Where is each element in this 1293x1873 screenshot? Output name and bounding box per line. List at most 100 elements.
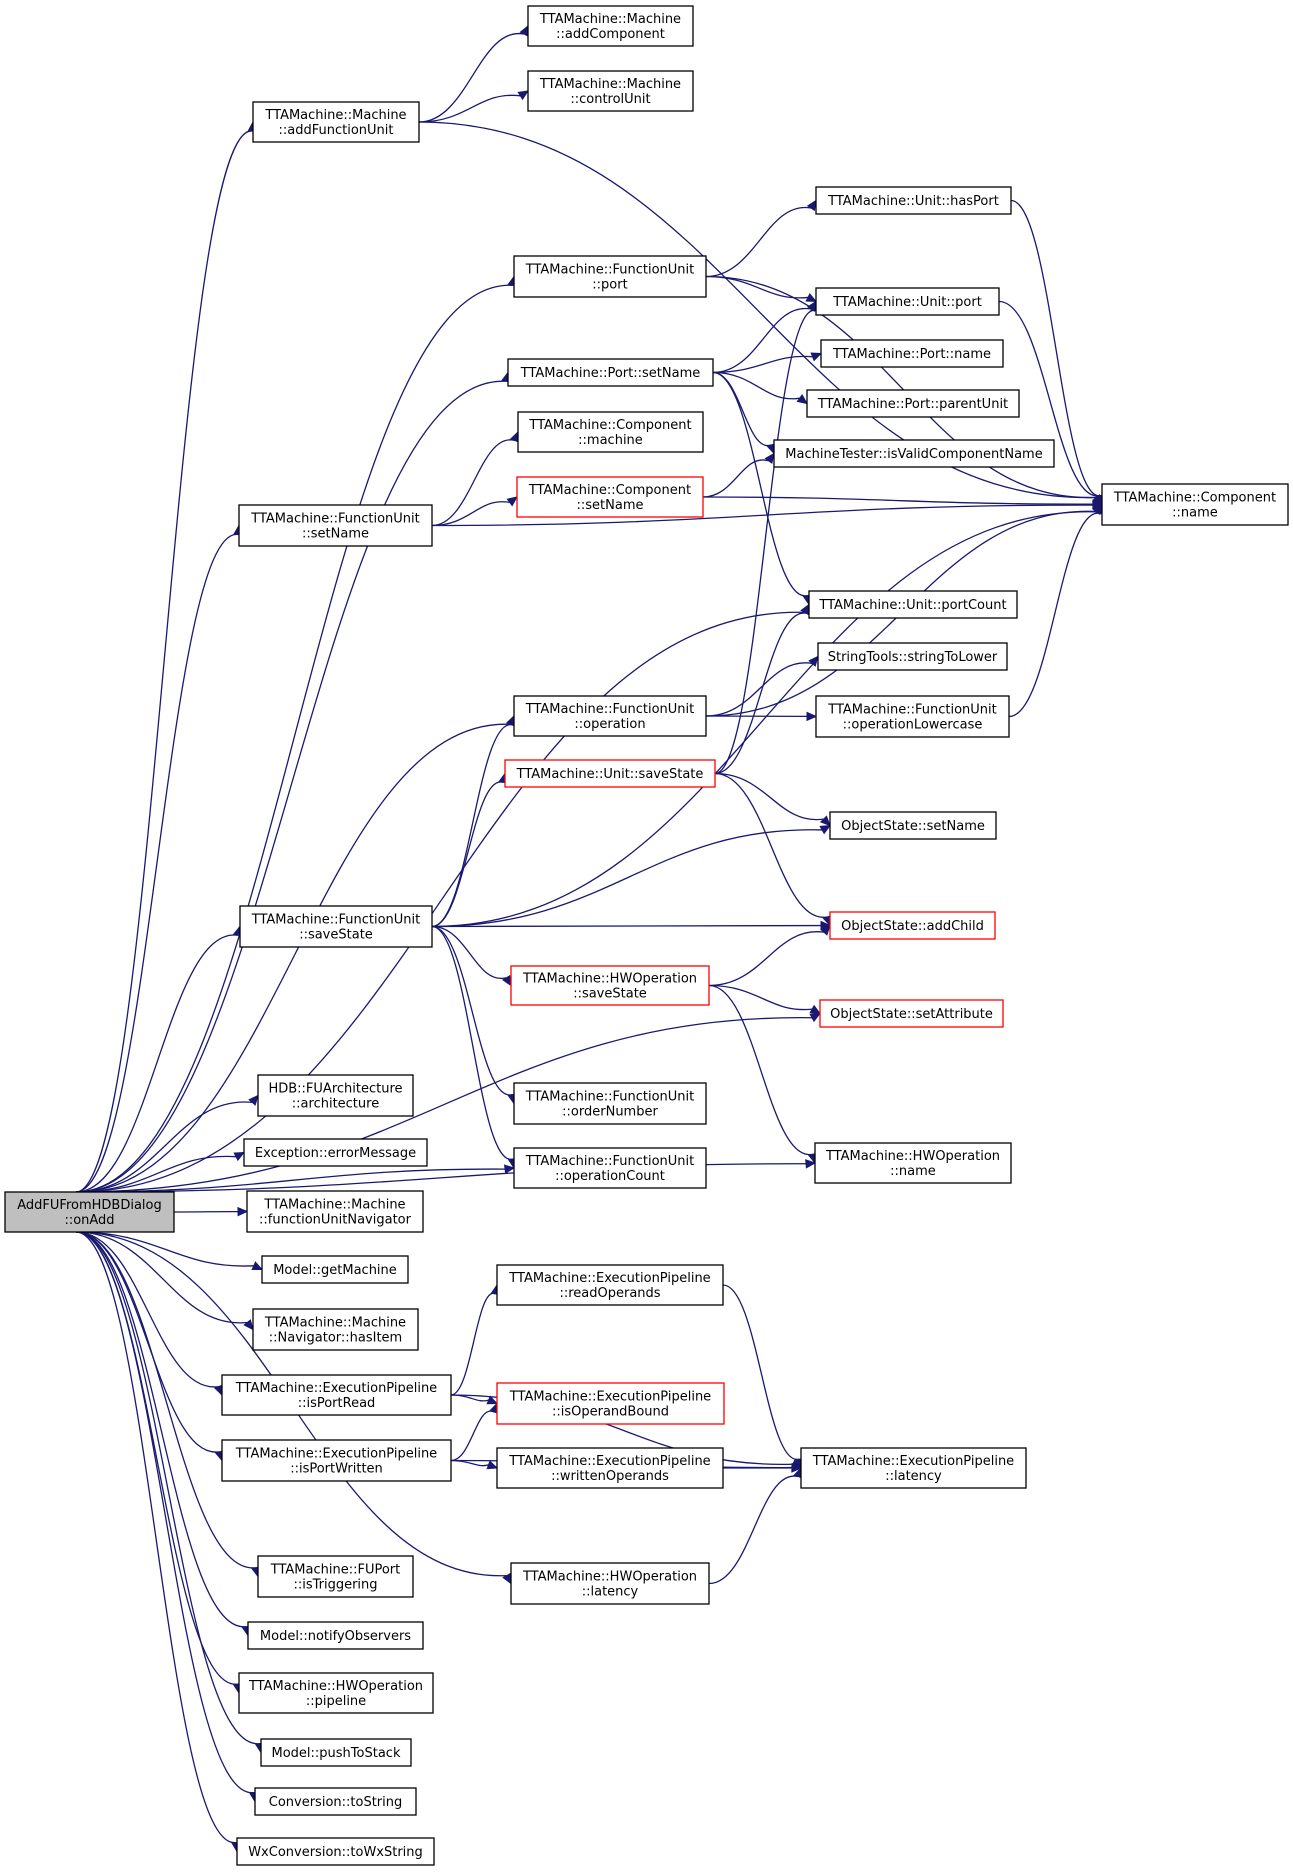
node-st_lower[interactable]: StringTools::stringToLower: [817, 642, 1008, 671]
node-ep_isWrit[interactable]: TTAMachine::ExecutionPipeline::isPortWri…: [221, 1439, 452, 1482]
node-p_parent[interactable]: TTAMachine::Port::parentUnit: [806, 389, 1020, 418]
node-box: [817, 642, 1008, 671]
node-box: [257, 1074, 414, 1117]
node-ep_read[interactable]: TTAMachine::ExecutionPipeline::readOpera…: [496, 1264, 724, 1306]
node-m_fuNav[interactable]: TTAMachine::Machine::functionUnitNavigat…: [246, 1190, 424, 1233]
node-box: [808, 590, 1018, 619]
node-label: TTAMachine::ExecutionPipeline: [508, 1454, 710, 1469]
edge-fu_port-to-u_port: [705, 275, 818, 303]
node-label: TTAMachine::Machine: [539, 12, 681, 27]
node-hw_save[interactable]: TTAMachine::HWOperation::saveState: [510, 965, 710, 1006]
edge-root-to-m_fuNav: [173, 1206, 249, 1217]
node-hw_pipe[interactable]: TTAMachine::HWOperation::pipeline: [238, 1672, 434, 1714]
node-fu_port[interactable]: TTAMachine::FunctionUnit::port: [513, 255, 707, 298]
node-ep_written[interactable]: TTAMachine::ExecutionPipeline::writtenOp…: [496, 1447, 724, 1489]
node-label: TTAMachine::ExecutionPipeline: [812, 1454, 1014, 1469]
node-os_setAttr[interactable]: ObjectState::setAttribute: [819, 999, 1004, 1028]
edge-u_save-to-os_setName: [714, 772, 831, 827]
node-u_portCount[interactable]: TTAMachine::Unit::portCount: [808, 590, 1018, 619]
node-label: ::setName: [302, 527, 369, 542]
node-u_port[interactable]: TTAMachine::Unit::port: [815, 287, 1000, 316]
node-model_notify[interactable]: Model::notifyObservers: [247, 1621, 424, 1650]
node-label: TTAMachine::Machine: [539, 77, 681, 92]
node-u_save[interactable]: TTAMachine::Unit::saveState: [504, 759, 716, 788]
node-box: [246, 1190, 424, 1233]
node-conv_str[interactable]: Conversion::toString: [254, 1787, 417, 1816]
node-box: [221, 1374, 452, 1416]
node-label: ::setName: [577, 498, 644, 513]
node-box: [238, 1672, 434, 1714]
node-label: TTAMachine::Port::setName: [520, 366, 700, 381]
edge-root-to-fu_op: [75, 714, 515, 1193]
node-hw_name[interactable]: TTAMachine::HWOperation::name: [814, 1142, 1012, 1184]
edge-root-to-fu_port: [75, 275, 517, 1193]
node-u_hasPort[interactable]: TTAMachine::Unit::hasPort: [815, 186, 1012, 215]
node-ep_latency[interactable]: TTAMachine::ExecutionPipeline::latency: [800, 1447, 1027, 1489]
node-m_ctrl[interactable]: TTAMachine::Machine::controlUnit: [527, 70, 694, 112]
node-box: [496, 1382, 725, 1425]
node-box: [513, 255, 707, 298]
node-box: [773, 439, 1055, 468]
node-fu_save[interactable]: TTAMachine::FunctionUnit::saveState: [239, 905, 433, 948]
edge-m_addFU-to-m_addComp: [418, 24, 529, 123]
node-box: [504, 759, 716, 788]
node-label: ::orderNumber: [562, 1105, 658, 1120]
node-fup_trig[interactable]: TTAMachine::FUPort::isTriggering: [257, 1555, 414, 1598]
edge-fu_save-to-fu_order: [431, 925, 517, 1105]
node-box: [260, 1738, 412, 1767]
node-ex_err[interactable]: Exception::errorMessage: [243, 1138, 428, 1167]
node-label: ::isTriggering: [293, 1578, 377, 1593]
edge-root-to-conv_str: [75, 1231, 259, 1803]
node-box: [4, 1191, 175, 1233]
node-wx_str[interactable]: WxConversion::toWxString: [236, 1837, 435, 1866]
edge-fu_save-to-os_setName: [431, 824, 832, 928]
edge-root-to-nav_has: [75, 1231, 254, 1331]
node-label: TTAMachine::HWOperation: [522, 972, 697, 987]
node-c_name[interactable]: TTAMachine::Component::name: [1101, 483, 1289, 526]
node-fu_opLower[interactable]: TTAMachine::FunctionUnit::operationLower…: [815, 695, 1010, 738]
edge-fu_save-to-fu_opCount: [431, 925, 518, 1170]
edge-p_setName-to-mt_valid: [712, 371, 776, 455]
node-box: [221, 1439, 452, 1482]
node-fu_setName[interactable]: TTAMachine::FunctionUnit::setName: [238, 504, 433, 547]
edge-ep_read-to-ep_latency: [722, 1284, 804, 1470]
node-label: ::isPortWritten: [290, 1462, 383, 1477]
node-m_addFU[interactable]: TTAMachine::Machine::addFunctionUnit: [252, 101, 420, 143]
node-model_get[interactable]: Model::getMachine: [261, 1255, 409, 1284]
node-hdb_arch[interactable]: HDB::FUArchitecture::architecture: [257, 1074, 414, 1117]
node-ep_isRead[interactable]: TTAMachine::ExecutionPipeline::isPortRea…: [221, 1374, 452, 1416]
node-label: ::latency: [885, 1469, 942, 1484]
node-label: TTAMachine::Machine: [263, 1198, 405, 1213]
node-box: [513, 1082, 707, 1125]
node-c_machine[interactable]: TTAMachine::Component::machine: [517, 411, 704, 453]
node-c_setName[interactable]: TTAMachine::Component::setName: [516, 476, 704, 518]
edge-ep_isWrit-to-ep_written: [450, 1459, 499, 1470]
node-ep_bound[interactable]: TTAMachine::ExecutionPipeline::isOperand…: [496, 1382, 725, 1425]
edge-root-to-wx_str: [75, 1231, 241, 1853]
node-p_setName[interactable]: TTAMachine::Port::setName: [507, 358, 714, 387]
edge-p_setName-to-p_parent: [712, 371, 808, 405]
node-label: Model::getMachine: [273, 1263, 397, 1278]
node-root[interactable]: AddFUFromHDBDialog::onAdd: [4, 1191, 175, 1233]
node-fu_op[interactable]: TTAMachine::FunctionUnit::operation: [513, 695, 707, 737]
node-label: TTAMachine::HWOperation: [825, 1149, 1000, 1164]
node-os_addChild[interactable]: ObjectState::addChild: [829, 911, 996, 940]
node-m_addComp[interactable]: TTAMachine::Machine::addComponent: [527, 5, 694, 47]
node-label: TTAMachine::Port::parentUnit: [817, 397, 1008, 412]
node-mt_valid[interactable]: MachineTester::isValidComponentName: [773, 439, 1055, 468]
node-hw_latency[interactable]: TTAMachine::HWOperation::latency: [510, 1562, 710, 1605]
node-box: [496, 1264, 724, 1306]
node-label: TTAMachine::ExecutionPipeline: [235, 1381, 437, 1396]
node-label: TTAMachine::Component: [1113, 491, 1276, 506]
node-box: [238, 504, 433, 547]
node-fu_order[interactable]: TTAMachine::FunctionUnit::orderNumber: [513, 1082, 707, 1125]
node-label: ::name: [1172, 506, 1218, 521]
node-model_push[interactable]: Model::pushToStack: [260, 1738, 412, 1767]
node-nav_has[interactable]: TTAMachine::Machine::Navigator::hasItem: [252, 1308, 419, 1351]
node-os_setName[interactable]: ObjectState::setName: [829, 811, 997, 840]
edge-root-to-fu_opCount: [75, 1164, 516, 1193]
node-label: Exception::errorMessage: [255, 1146, 416, 1161]
node-fu_opCount[interactable]: TTAMachine::FunctionUnit::operationCount: [513, 1147, 707, 1189]
node-label: ::latency: [582, 1585, 639, 1600]
node-p_name[interactable]: TTAMachine::Port::name: [820, 339, 1004, 368]
